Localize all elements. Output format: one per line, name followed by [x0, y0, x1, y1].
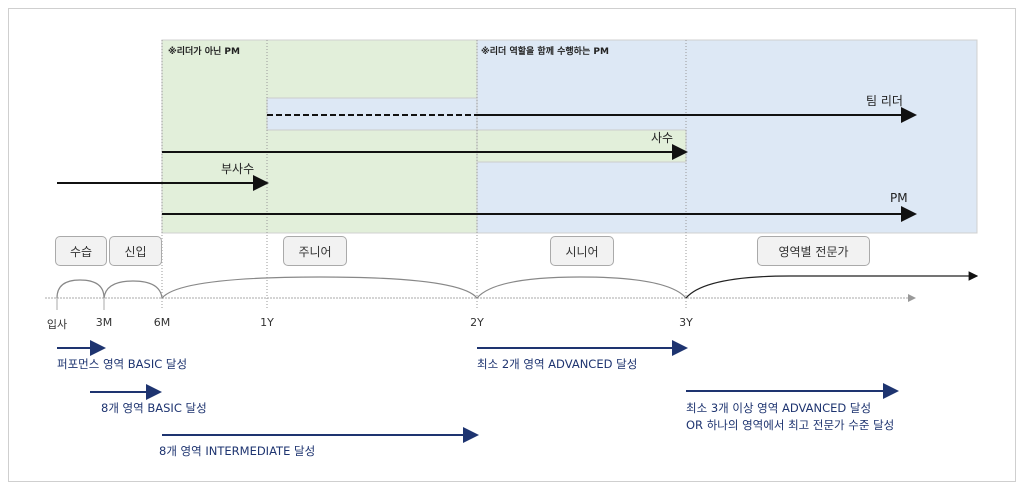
stage-intern: 수습	[55, 236, 107, 266]
stage-senior: 시니어	[550, 236, 614, 266]
track-team-leader: 팀 리더	[866, 94, 903, 108]
stage-newcomer: 신입	[109, 236, 162, 266]
tick-2y: 2Y	[470, 316, 484, 329]
track-sasu: 사수	[651, 131, 674, 145]
goal-3-advanced: 최소 3개 이상 영역 ADVANCED 달성	[686, 401, 872, 415]
goal-8-basic: 8개 영역 BASIC 달성	[101, 401, 207, 415]
stage-expert: 영역별 전문가	[757, 236, 870, 266]
tick-6m: 6M	[153, 316, 171, 329]
goal-8-intermediate: 8개 영역 INTERMEDIATE 달성	[159, 444, 316, 458]
tick-3m: 3M	[95, 316, 113, 329]
goal-performance-basic: 퍼포먼스 영역 BASIC 달성	[57, 357, 188, 371]
goal-2-advanced: 최소 2개 영역 ADVANCED 달성	[477, 357, 638, 371]
goal-arrows	[57, 340, 899, 443]
note-non-leader-pm: ※리더가 아닌 PM	[168, 47, 240, 57]
note-leader-pm: ※리더 역할을 함께 수행하는 PM	[481, 47, 609, 57]
stage-junior: 주니어	[283, 236, 347, 266]
tick-join: 입사	[46, 318, 68, 331]
tick-marks	[56, 298, 105, 310]
goal-top-expert: OR 하나의 영역에서 최고 전문가 수준 달성	[686, 418, 895, 432]
diagram-frame	[8, 8, 1016, 482]
track-pm: PM	[890, 191, 908, 205]
track-busasu: 부사수	[221, 162, 255, 176]
tick-3y: 3Y	[679, 316, 693, 329]
green-zone	[161, 39, 478, 234]
tick-1y: 1Y	[260, 316, 274, 329]
period-arcs	[56, 271, 979, 299]
